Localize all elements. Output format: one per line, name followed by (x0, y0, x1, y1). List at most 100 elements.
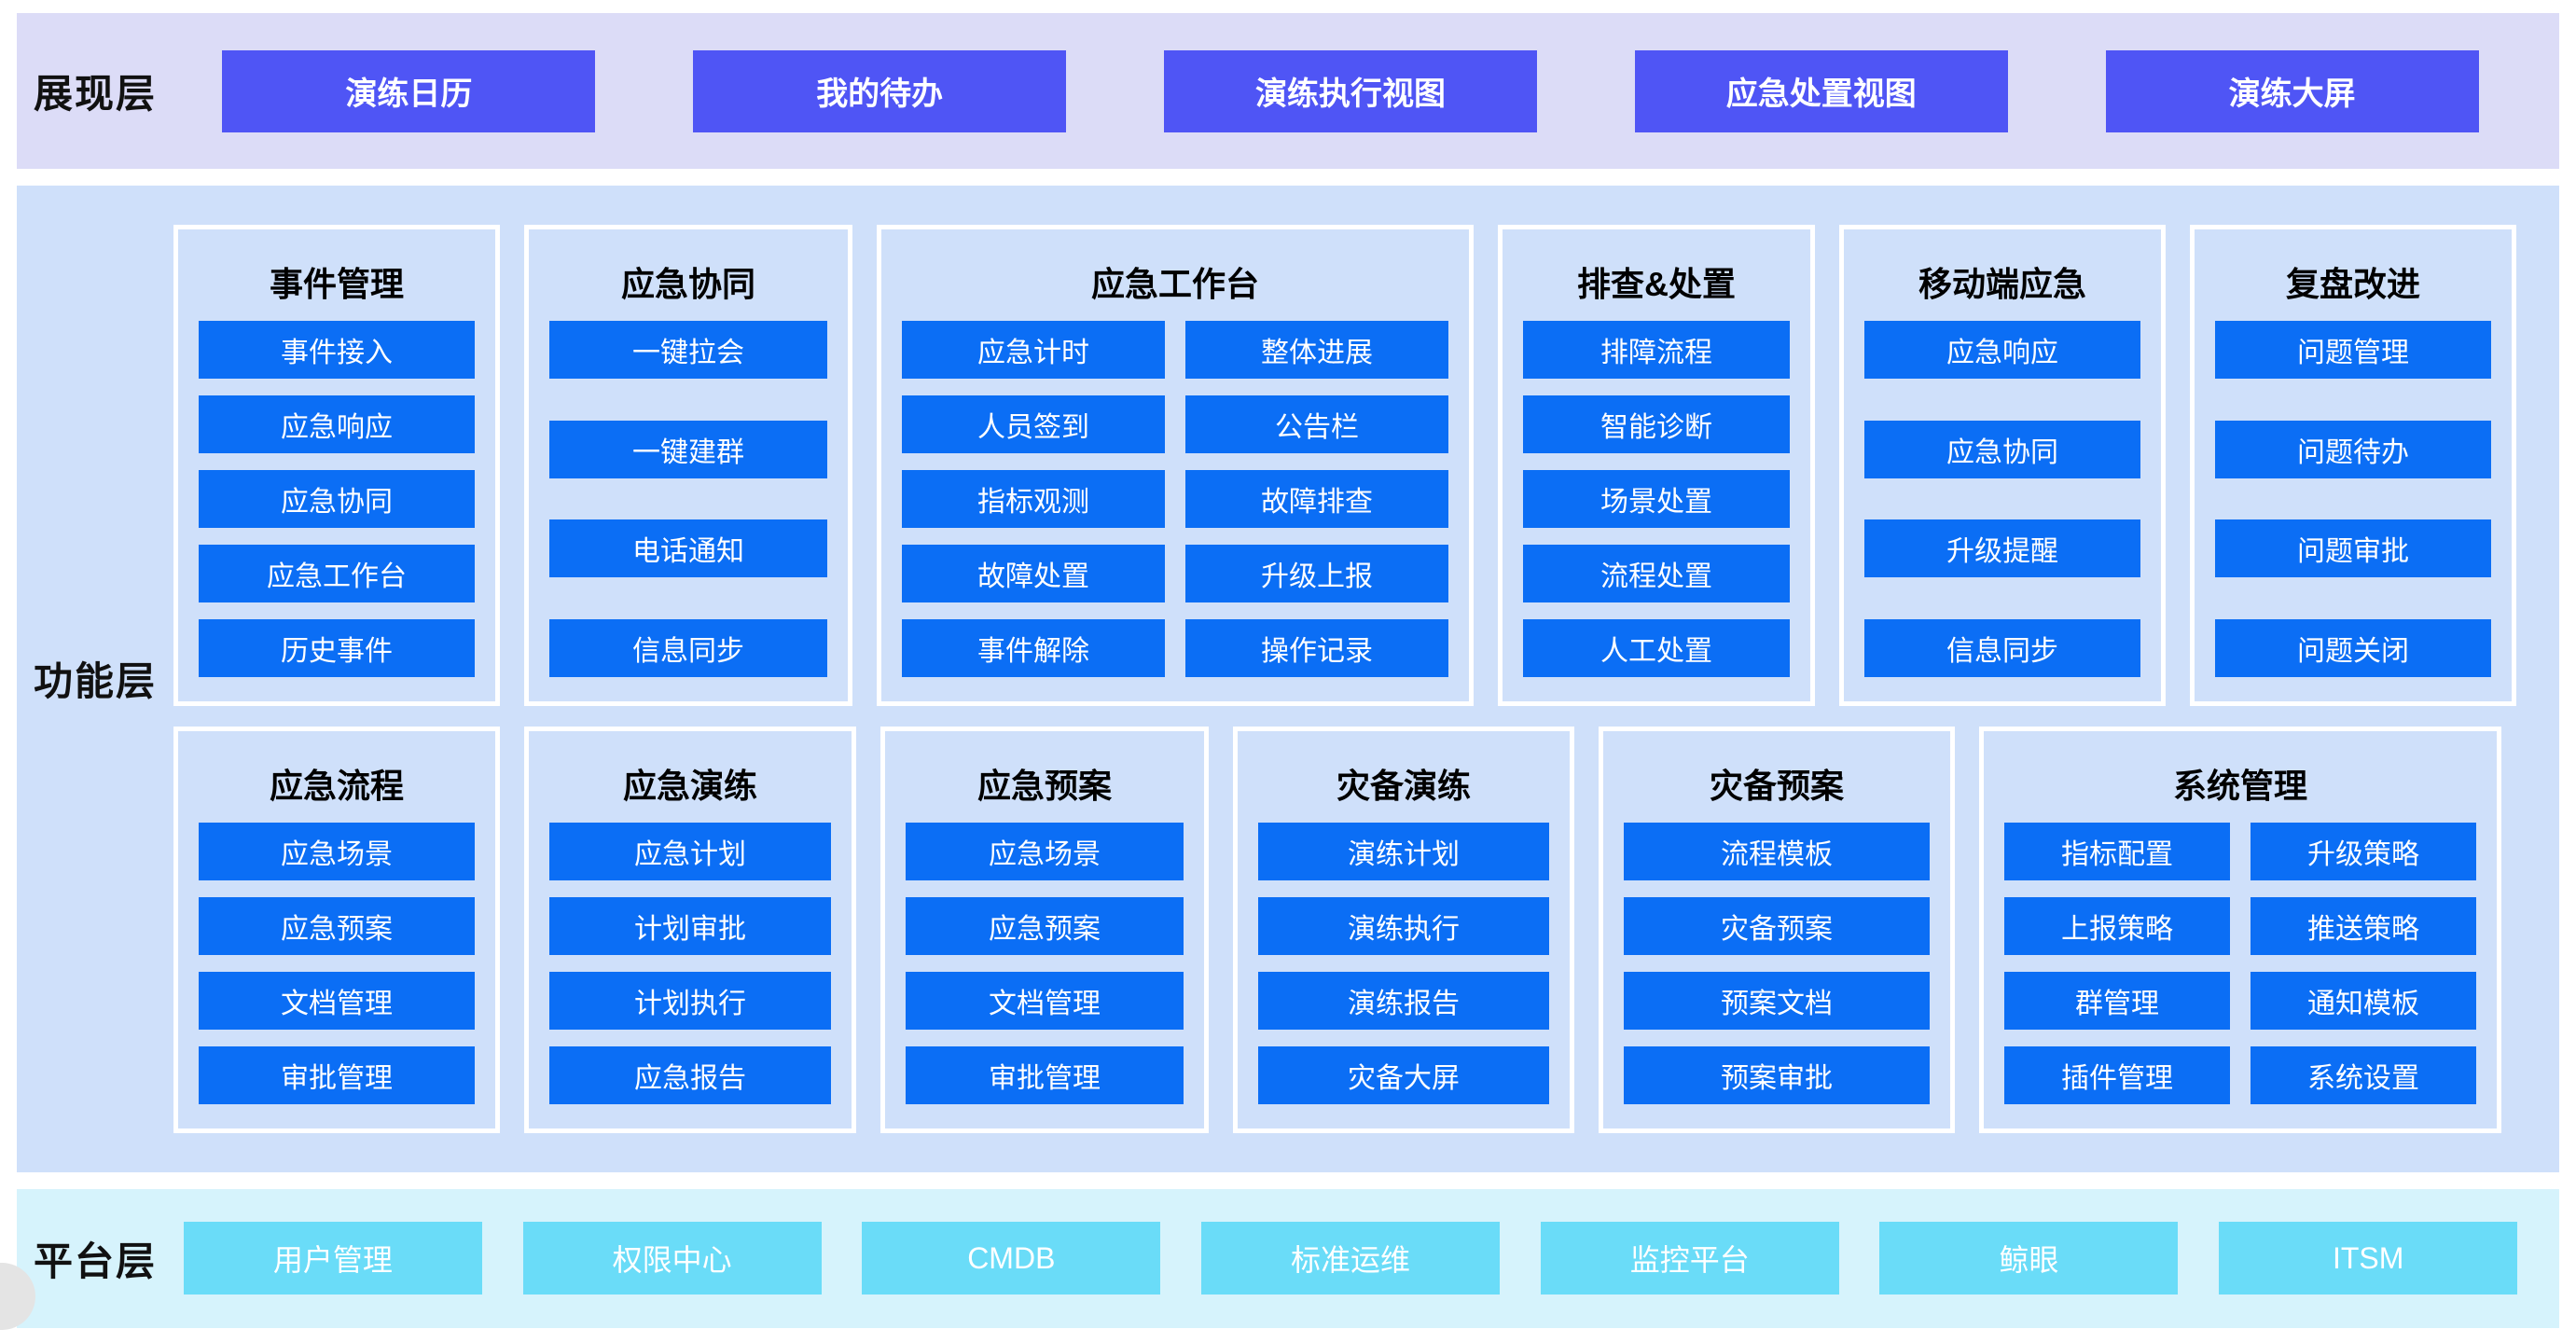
function-item-button[interactable]: 插件管理 (2004, 1045, 2230, 1104)
function-item-button[interactable]: 预案文档 (1624, 971, 1930, 1030)
function-item-button[interactable]: 问题待办 (2215, 420, 2491, 478)
function-item-button[interactable]: 智能诊断 (1523, 395, 1790, 453)
function-item-button[interactable]: 应急报告 (549, 1045, 831, 1104)
presentation-button-slot: 应急处置视图 (1586, 49, 2057, 132)
function-card-title: 灾备预案 (1709, 766, 1844, 805)
platform-button[interactable]: 用户管理 (183, 1222, 482, 1295)
function-item-button[interactable]: 流程模板 (1624, 822, 1930, 880)
function-card-item-list: 演练计划演练执行演练报告灾备大屏 (1258, 822, 1549, 1104)
presentation-button[interactable]: 演练大屏 (2105, 49, 2479, 132)
function-item-button[interactable]: 应急场景 (906, 822, 1184, 880)
function-card: 应急预案应急场景应急预案文档管理审批管理 (880, 726, 1209, 1133)
function-card-item-list: 应急计划计划审批计划执行应急报告 (549, 822, 831, 1104)
function-item-button[interactable]: 事件解除 (902, 618, 1165, 677)
function-item-button[interactable]: 应急计划 (549, 822, 831, 880)
function-item-button[interactable]: 文档管理 (199, 971, 475, 1030)
function-card-item-list: 一键拉会一键建群电话通知信息同步 (549, 320, 827, 677)
function-item-button[interactable]: 通知模板 (2251, 971, 2476, 1030)
function-item-button[interactable]: 应急场景 (199, 822, 475, 880)
platform-button[interactable]: 标准运维 (1201, 1222, 1501, 1295)
function-card: 事件管理事件接入应急响应应急协同应急工作台历史事件 (173, 224, 500, 706)
function-item-button[interactable]: 排障流程 (1523, 320, 1790, 379)
function-item-button[interactable]: 指标观测 (902, 469, 1165, 528)
function-item-button[interactable]: 应急预案 (906, 896, 1184, 955)
function-item-button[interactable]: 系统设置 (2251, 1045, 2476, 1104)
function-card-title: 灾备演练 (1336, 766, 1471, 805)
function-item-button[interactable]: 应急工作台 (199, 544, 475, 602)
function-item-button[interactable]: 应急计时 (902, 320, 1165, 379)
function-item-button[interactable]: 升级上报 (1185, 544, 1448, 602)
function-item-button[interactable]: 文档管理 (906, 971, 1184, 1030)
presentation-button-slot: 演练执行视图 (1115, 49, 1586, 132)
function-item-button[interactable]: 审批管理 (199, 1045, 475, 1104)
presentation-layer: 展现层 演练日历我的待办演练执行视图应急处置视图演练大屏 (17, 13, 2559, 170)
function-card-row: 事件管理事件接入应急响应应急协同应急工作台历史事件应急协同一键拉会一键建群电话通… (173, 224, 2528, 706)
function-item-button[interactable]: 人工处置 (1523, 618, 1790, 677)
function-item-button[interactable]: 应急响应 (199, 395, 475, 453)
function-item-button[interactable]: 计划审批 (549, 896, 831, 955)
function-item-button[interactable]: 推送策略 (2251, 896, 2476, 955)
presentation-button-slot: 演练大屏 (2057, 49, 2528, 132)
function-card-row: 应急流程应急场景应急预案文档管理审批管理应急演练应急计划计划审批计划执行应急报告… (173, 726, 2528, 1133)
presentation-button[interactable]: 应急处置视图 (1634, 49, 2008, 132)
function-item-button[interactable]: 应急响应 (1864, 320, 2140, 379)
function-item-button[interactable]: 审批管理 (906, 1045, 1184, 1104)
function-item-button[interactable]: 应急预案 (199, 896, 475, 955)
function-item-button[interactable]: 一键建群 (549, 420, 827, 478)
function-card-title: 应急协同 (620, 264, 755, 303)
function-item-button[interactable]: 升级提醒 (1864, 519, 2140, 578)
function-item-button[interactable]: 一键拉会 (549, 320, 827, 379)
function-item-button[interactable]: 故障处置 (902, 544, 1165, 602)
platform-button-slot: ITSM (2209, 1222, 2528, 1295)
function-item-button[interactable]: 计划执行 (549, 971, 831, 1030)
platform-button[interactable]: CMDB (862, 1222, 1161, 1295)
function-item-button[interactable]: 群管理 (2004, 971, 2230, 1030)
function-item-button[interactable]: 演练执行 (1258, 896, 1549, 955)
function-card: 应急流程应急场景应急预案文档管理审批管理 (173, 726, 500, 1133)
presentation-button[interactable]: 演练日历 (222, 49, 596, 132)
platform-layer-label: 平台层 (33, 1239, 157, 1283)
function-item-button[interactable]: 灾备大屏 (1258, 1045, 1549, 1104)
function-item-button[interactable]: 灾备预案 (1624, 896, 1930, 955)
function-item-button[interactable]: 升级策略 (2251, 822, 2476, 880)
function-card-title: 事件管理 (269, 264, 404, 303)
function-layer: 功能层 事件管理事件接入应急响应应急协同应急工作台历史事件应急协同一键拉会一键建… (17, 186, 2559, 1172)
platform-button[interactable]: 监控平台 (1540, 1222, 1839, 1295)
function-layer-label: 功能层 (33, 659, 157, 704)
function-item-button[interactable]: 人员签到 (902, 395, 1165, 453)
function-item-button[interactable]: 信息同步 (549, 618, 827, 677)
presentation-button-slot: 我的待办 (644, 49, 1115, 132)
function-item-button[interactable]: 电话通知 (549, 519, 827, 578)
platform-button[interactable]: ITSM (2219, 1222, 2518, 1295)
function-item-button[interactable]: 应急协同 (199, 469, 475, 528)
function-item-button[interactable]: 应急协同 (1864, 420, 2140, 478)
function-card-title: 排查&处置 (1577, 264, 1736, 303)
presentation-button-row: 演练日历 我的待办 演练执行视图 应急处置视图 演练大屏 (173, 49, 2559, 132)
function-item-button[interactable]: 指标配置 (2004, 822, 2230, 880)
function-item-button[interactable]: 事件接入 (199, 320, 475, 379)
function-item-button[interactable]: 操作记录 (1185, 618, 1448, 677)
function-card: 应急工作台应急计时整体进展人员签到公告栏指标观测故障排查故障处置升级上报事件解除… (877, 224, 1474, 706)
function-item-button[interactable]: 公告栏 (1185, 395, 1448, 453)
presentation-button[interactable]: 我的待办 (693, 49, 1067, 132)
function-item-button[interactable]: 整体进展 (1185, 320, 1448, 379)
function-item-button[interactable]: 故障排查 (1185, 469, 1448, 528)
function-item-button[interactable]: 问题审批 (2215, 519, 2491, 578)
function-item-button[interactable]: 问题关闭 (2215, 618, 2491, 677)
function-item-button[interactable]: 上报策略 (2004, 896, 2230, 955)
function-item-button[interactable]: 演练报告 (1258, 971, 1549, 1030)
function-item-button[interactable]: 流程处置 (1523, 544, 1790, 602)
function-layer-body: 事件管理事件接入应急响应应急协同应急工作台历史事件应急协同一键拉会一键建群电话通… (173, 204, 2559, 1154)
platform-button[interactable]: 权限中心 (522, 1222, 822, 1295)
presentation-button[interactable]: 演练执行视图 (1163, 49, 1537, 132)
platform-button[interactable]: 鲸眼 (1879, 1222, 2179, 1295)
function-item-button[interactable]: 问题管理 (2215, 320, 2491, 379)
function-item-button[interactable]: 信息同步 (1864, 618, 2140, 677)
function-item-button[interactable]: 场景处置 (1523, 469, 1790, 528)
function-item-button[interactable]: 预案审批 (1624, 1045, 1930, 1104)
function-item-button[interactable]: 历史事件 (199, 618, 475, 677)
function-card: 应急协同一键拉会一键建群电话通知信息同步 (524, 224, 852, 706)
function-item-button[interactable]: 演练计划 (1258, 822, 1549, 880)
function-card-title: 应急工作台 (1090, 264, 1259, 303)
